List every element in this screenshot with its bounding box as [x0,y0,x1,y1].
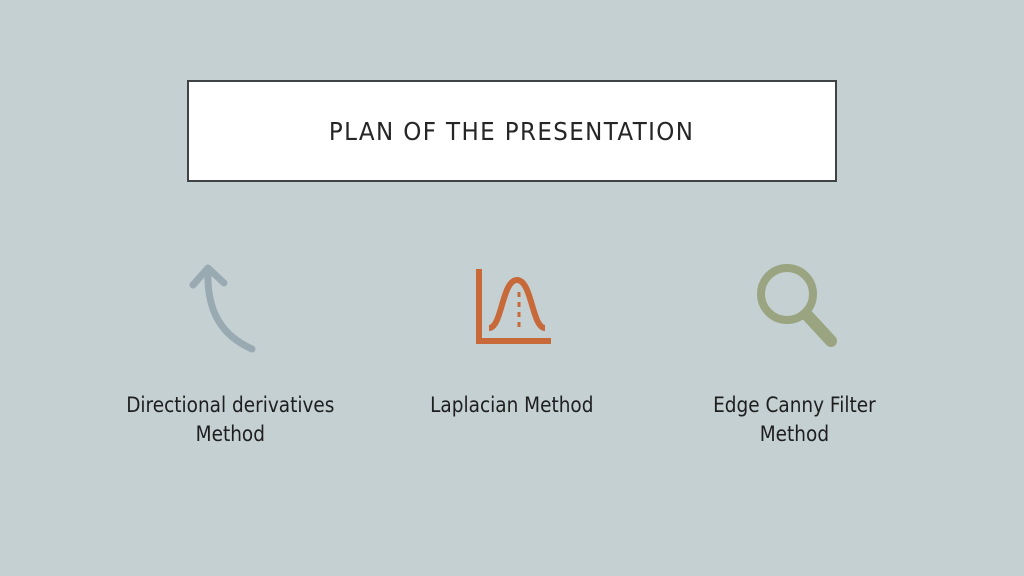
plan-item-label: Laplacian Method [430,393,594,417]
curved-arrow-up-icon [189,264,256,353]
plan-item-label: Directional derivatives Method [125,393,335,446]
bell-curve-chart-icon [476,269,551,344]
plan-item-laplacian: Laplacian Method [372,255,652,420]
slide-title: PLAN OF THE PRESENTATION [329,116,695,146]
magnifying-glass-icon [757,264,837,347]
title-box: PLAN OF THE PRESENTATION [187,80,837,182]
plan-item-directional-derivatives: Directional derivatives Method [90,255,370,449]
plan-item-edge-canny: Edge Canny Filter Method [654,255,934,449]
plan-item-label: Edge Canny Filter Method [712,393,876,446]
